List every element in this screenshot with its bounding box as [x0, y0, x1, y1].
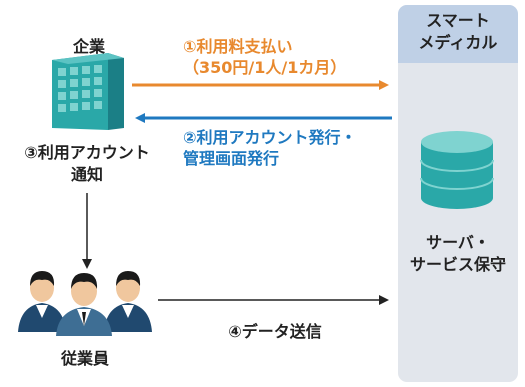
step2-line2: 管理画面発行	[183, 149, 280, 168]
step2-line1: ②利用アカウント発行・	[183, 128, 357, 147]
database-icon	[420, 131, 494, 209]
step1-label: ①利用料支払い （350円/1人/1カ月）	[183, 36, 393, 78]
server-line1: サーバ・	[426, 233, 490, 252]
service-title: スマート メディカル	[398, 10, 518, 54]
step3-line1: ③利用アカウント	[24, 143, 150, 162]
server-line2: サービス保守	[409, 255, 506, 274]
employees-label: 従業員	[60, 349, 109, 368]
service-title-line1: スマート	[426, 11, 490, 30]
step1-line1: ①利用料支払い	[183, 37, 293, 56]
server-label: サーバ・ サービス保守	[398, 232, 518, 276]
employees-icon	[18, 271, 152, 336]
building-icon	[52, 53, 124, 130]
step4-label: ④データ送信	[228, 322, 322, 341]
step1-line2: （350円/1人/1カ月）	[183, 58, 347, 77]
service-panel-header	[398, 5, 518, 63]
step2-label: ②利用アカウント発行・ 管理画面発行	[183, 127, 393, 169]
service-title-line2: メディカル	[418, 33, 498, 52]
step3-label: ③利用アカウント 通知	[6, 142, 168, 186]
company-label: 企業	[72, 37, 105, 56]
step3-line2: 通知	[70, 165, 103, 184]
